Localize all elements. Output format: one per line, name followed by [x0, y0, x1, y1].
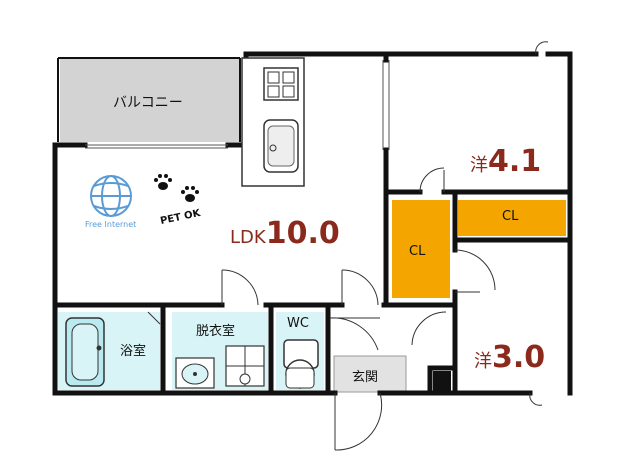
toilet-label: WC: [287, 316, 309, 331]
door-swings: [147, 41, 549, 451]
closet-vertical-label: CL: [409, 244, 426, 259]
stove-icon: [263, 67, 299, 101]
dressing-room-label: 脱衣室: [196, 324, 236, 339]
western2-size: 3.0: [492, 340, 546, 375]
ldk-label: LDK10.0: [230, 216, 340, 251]
closet-horizontal: [458, 200, 566, 236]
paw-print-icon: [154, 174, 199, 202]
ldk-prefix: LDK: [230, 227, 266, 248]
bathroom-label: 浴室: [120, 344, 147, 359]
western2-label: 洋3.0: [474, 340, 545, 375]
washbasin-icon: [175, 357, 215, 389]
washer-drain-icon: [225, 345, 265, 387]
globe-icon: [90, 175, 132, 217]
western2-prefix: 洋: [474, 351, 492, 372]
toilet-icon: [283, 339, 319, 389]
internet-badge-label: Free Internet: [85, 220, 137, 229]
western1-size: 4.1: [488, 144, 542, 179]
ldk-size: 10.0: [265, 216, 340, 251]
entrance-label: 玄関: [352, 370, 379, 385]
bathtub-icon: [65, 317, 105, 387]
walls: [52, 51, 573, 396]
western1-prefix: 洋: [470, 155, 488, 176]
sink-icon: [263, 119, 299, 173]
balcony-floor: [60, 58, 240, 142]
entrance-tile: [333, 355, 407, 393]
closet-horizontal-label: CL: [502, 209, 519, 224]
meter-box: [433, 371, 451, 391]
balcony-label: バルコニー: [113, 95, 183, 111]
western1-label: 洋4.1: [470, 144, 541, 179]
closet-vertical: [392, 200, 450, 298]
